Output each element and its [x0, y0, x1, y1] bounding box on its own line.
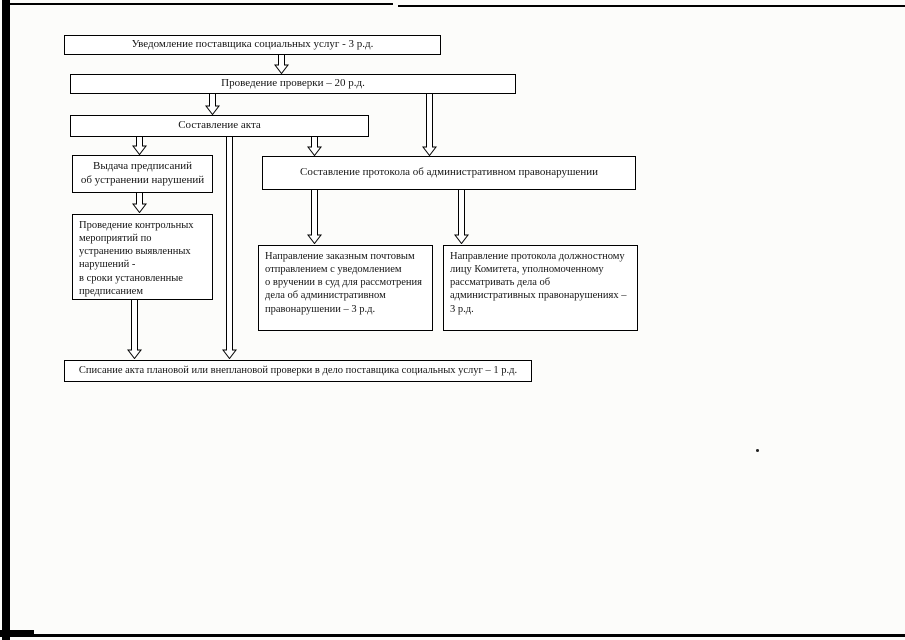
flow-box-court-dispatch: Направление заказным почтовым отправлени…	[258, 245, 433, 331]
flow-arrow-down	[221, 137, 238, 364]
flow-arrow-down	[421, 94, 438, 161]
flow-box-filing: Списание акта плановой или внеплановой п…	[64, 360, 532, 382]
scan-top-line-right	[398, 5, 905, 7]
scan-bottom-line	[0, 634, 905, 637]
flow-arrow-down	[453, 190, 470, 249]
flow-box-official-dispatch: Направление протокола должностному лицу …	[443, 245, 638, 331]
flow-arrow-down	[204, 94, 221, 120]
flow-box-inspection: Проведение проверки – 20 р.д.	[70, 74, 516, 94]
flow-box-act: Составление акта	[70, 115, 369, 137]
flow-box-control-measures: Проведение контрольных мероприятий по ус…	[72, 214, 213, 300]
flow-box-prescriptions: Выдача предписаний об устранении нарушен…	[72, 155, 213, 193]
scan-bottom-left-blob	[0, 630, 34, 637]
flow-box-protocol: Составление протокола об административно…	[262, 156, 636, 190]
flow-box-notification: Уведомление поставщика социальных услуг …	[64, 35, 441, 55]
flow-arrow-down	[273, 55, 290, 79]
scan-top-line-left	[10, 3, 393, 5]
flow-arrow-down	[131, 193, 148, 218]
scan-left-edge-bar	[2, 0, 10, 640]
flow-arrow-down	[306, 137, 323, 161]
flow-arrow-down	[126, 300, 143, 364]
flow-arrow-down	[306, 190, 323, 249]
flow-arrow-down	[131, 137, 148, 160]
scan-speckle	[756, 449, 759, 452]
